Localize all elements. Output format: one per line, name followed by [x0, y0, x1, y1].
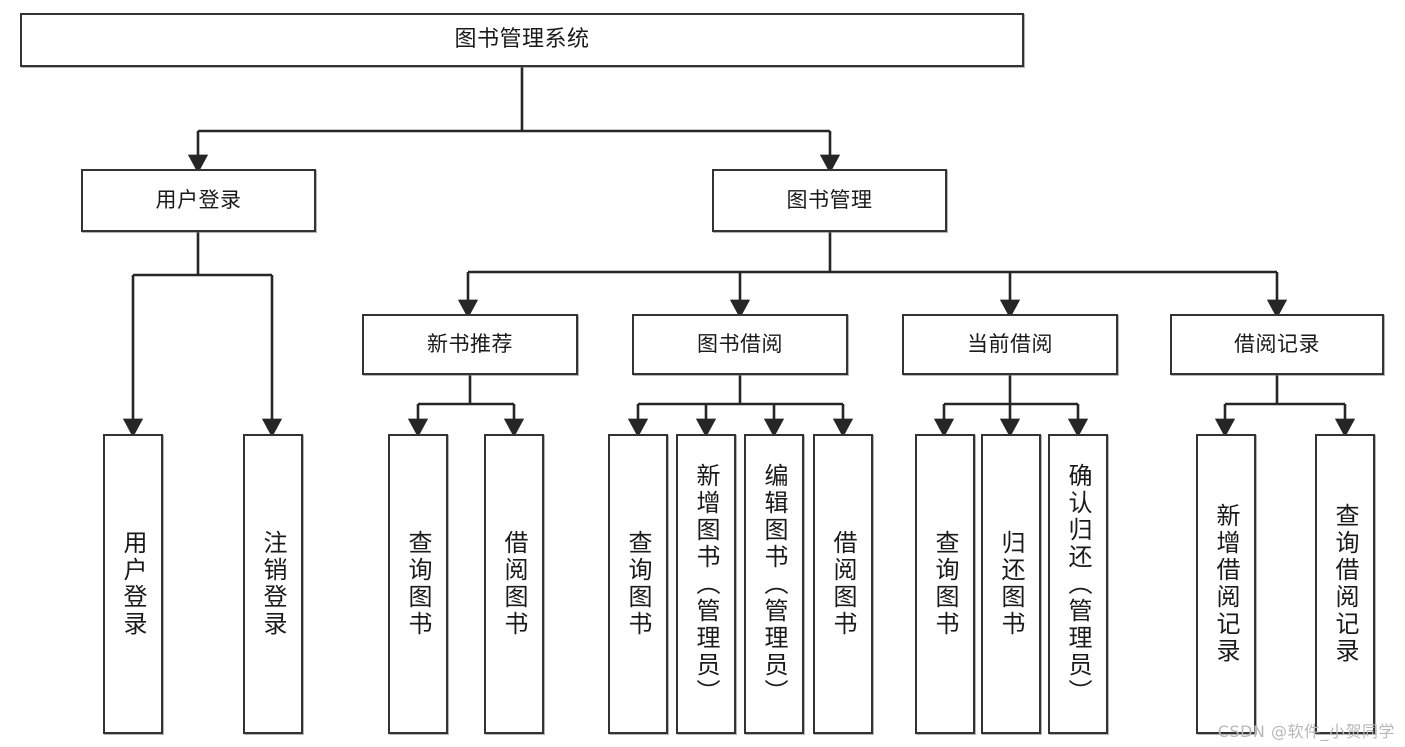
node-label: 借阅图书	[500, 530, 528, 638]
node-label: 用户登录	[155, 188, 242, 213]
leaf-query-book-1[interactable]: 查询图书	[388, 434, 448, 734]
node-book-management[interactable]: 图书管理	[712, 169, 947, 232]
leaf-add-borrow-record[interactable]: 新增借阅记录	[1196, 434, 1256, 734]
node-label: 用户登录	[119, 530, 147, 638]
node-label: 图书借阅	[697, 332, 783, 357]
node-label: 图书管理	[786, 188, 873, 213]
leaf-borrow-book-1[interactable]: 借阅图书	[484, 434, 544, 734]
node-label: 图书管理系统	[454, 27, 590, 53]
leaf-borrow-book-2[interactable]: 借阅图书	[813, 434, 873, 734]
leaf-query-book-3[interactable]: 查询图书	[915, 434, 975, 734]
leaf-add-book[interactable]: 新增图书（管理员）	[676, 434, 736, 734]
node-user-login[interactable]: 用户登录	[81, 169, 316, 232]
node-label: 注销登录	[259, 530, 287, 638]
leaf-confirm-return[interactable]: 确认归还（管理员）	[1048, 434, 1108, 734]
watermark-text: CSDN @软件_小贺同学	[1217, 722, 1395, 741]
node-label: 编辑图书（管理员）	[760, 462, 788, 706]
leaf-query-book-2[interactable]: 查询图书	[608, 434, 668, 734]
node-label: 查询借阅记录	[1331, 503, 1359, 665]
node-label: 借阅图书	[829, 530, 857, 638]
node-new-book-recommend[interactable]: 新书推荐	[362, 314, 578, 375]
node-label: 归还图书	[997, 530, 1025, 638]
node-borrow-record[interactable]: 借阅记录	[1170, 314, 1384, 375]
leaf-query-borrow-record[interactable]: 查询借阅记录	[1315, 434, 1375, 734]
leaf-edit-book[interactable]: 编辑图书（管理员）	[744, 434, 804, 734]
node-book-borrow[interactable]: 图书借阅	[632, 314, 848, 375]
node-label: 新增借阅记录	[1212, 503, 1240, 665]
node-label: 确认归还（管理员）	[1064, 462, 1092, 706]
node-label: 当前借阅	[967, 332, 1053, 357]
node-label: 查询图书	[404, 530, 432, 638]
node-label: 新书推荐	[427, 332, 513, 357]
leaf-return-book[interactable]: 归还图书	[981, 434, 1041, 734]
node-label: 查询图书	[931, 530, 959, 638]
leaf-user-login[interactable]: 用户登录	[103, 434, 163, 734]
node-current-borrow[interactable]: 当前借阅	[902, 314, 1118, 375]
node-label: 查询图书	[624, 530, 652, 638]
node-root-system[interactable]: 图书管理系统	[20, 13, 1024, 67]
node-label: 新增图书（管理员）	[692, 462, 720, 706]
leaf-logout-login[interactable]: 注销登录	[243, 434, 303, 734]
node-label: 借阅记录	[1234, 332, 1320, 357]
